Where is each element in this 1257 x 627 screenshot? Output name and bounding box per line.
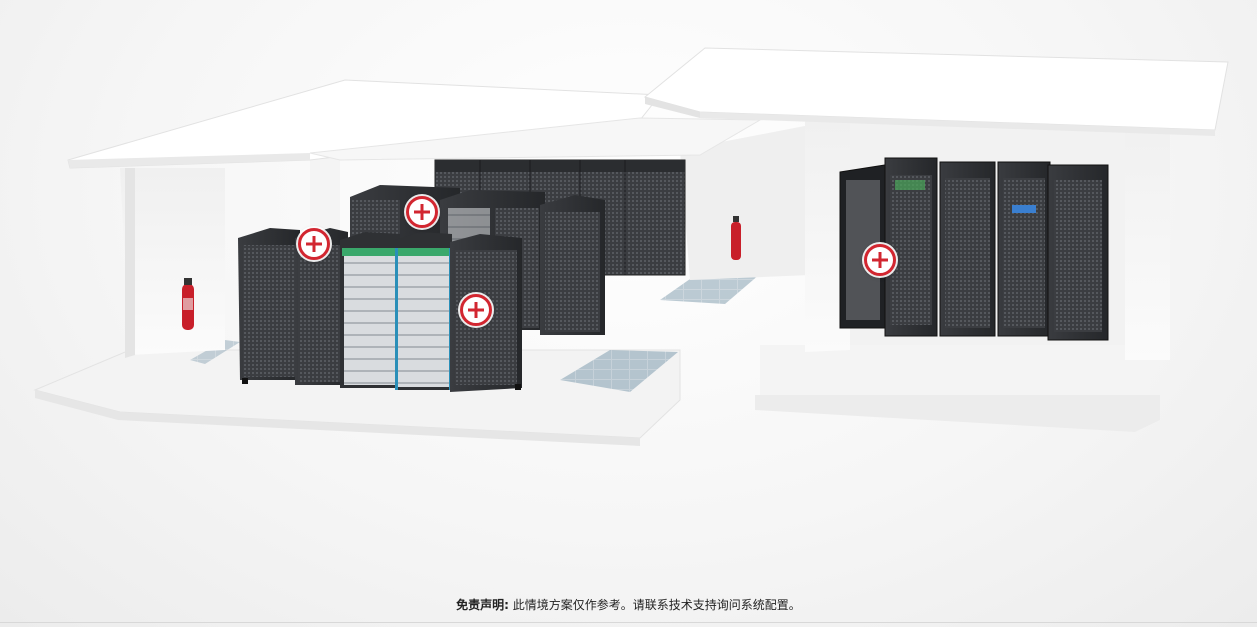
disclaimer: 免责声明: 此情境方案仅作参考。请联系技术支持询问系统配置。 (0, 596, 1257, 613)
disclaimer-label: 免责声明: (456, 598, 509, 612)
bottom-divider (0, 622, 1257, 623)
right-rack-row (839, 157, 1109, 341)
fire-extinguisher-left (182, 278, 194, 330)
disclaimer-text: 此情境方案仅作参考。请联系技术支持询问系统配置。 (508, 598, 801, 612)
hotspot-left-rack-center[interactable] (460, 294, 492, 326)
hotspot-left-rack-back[interactable] (406, 196, 438, 228)
hotspot-left-rack-front[interactable] (298, 228, 330, 260)
hotspot-right-room-rack[interactable] (864, 244, 896, 276)
fire-extinguisher-back (731, 216, 741, 260)
